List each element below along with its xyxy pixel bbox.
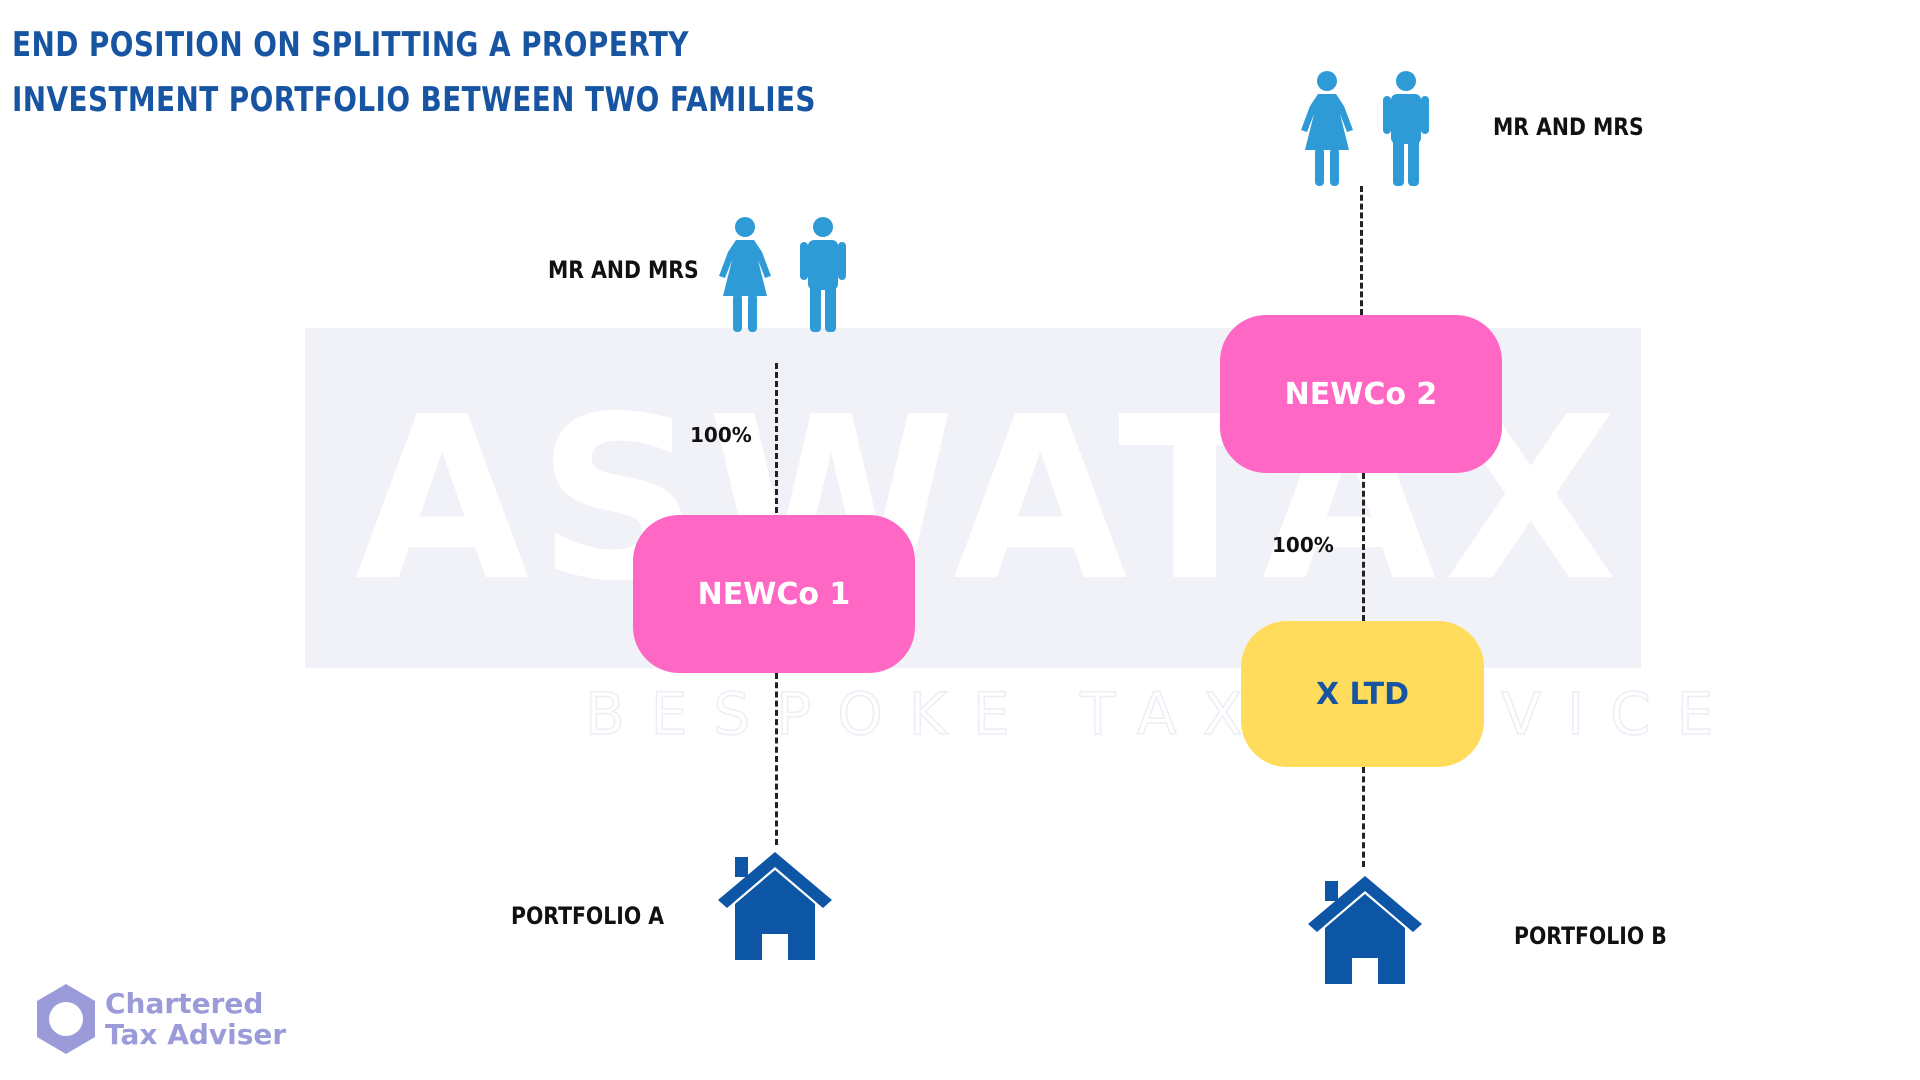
portfolio-b-label: PORTFOLIO B: [1514, 922, 1667, 950]
x-ltd-label: X LTD: [1315, 676, 1410, 712]
watermark-tagline: BESPOKE TAX SERVICE: [584, 679, 1740, 749]
left-portfolio-connector: [775, 673, 778, 845]
house-icon: [716, 848, 834, 960]
left-owner-connector: [775, 363, 778, 513]
newco-1-label: NEWCo 1: [697, 576, 851, 612]
badge-line-1: Chartered: [105, 987, 264, 1020]
man-icon: [1383, 70, 1429, 186]
badge-ring-icon: [34, 982, 98, 1056]
house-icon: [1306, 872, 1424, 984]
right-ownership-percent: 100%: [1272, 533, 1334, 557]
newco-1-box: NEWCo 1: [633, 515, 915, 673]
woman-icon: [716, 216, 774, 332]
newco-2-label: NEWCo 2: [1284, 376, 1438, 412]
man-icon: [800, 216, 846, 332]
left-owners-label: MR AND MRS: [548, 256, 699, 284]
woman-icon: [1298, 70, 1356, 186]
newco-2-box: NEWCo 2: [1220, 315, 1502, 473]
left-ownership-percent: 100%: [690, 423, 752, 447]
x-ltd-box: X LTD: [1241, 621, 1484, 767]
right-owner-connector: [1360, 186, 1363, 315]
badge-line-2: Tax Adviser: [105, 1018, 287, 1051]
right-subsidiary-connector: [1362, 473, 1365, 621]
title-line-1: END POSITION ON SPLITTING A PROPERTY: [12, 25, 689, 65]
chartered-tax-adviser-badge: Chartered Tax Adviser: [105, 988, 286, 1050]
title-line-2: INVESTMENT PORTFOLIO BETWEEN TWO FAMILIE…: [12, 80, 816, 120]
right-portfolio-connector: [1362, 767, 1365, 867]
right-owners-label: MR AND MRS: [1493, 113, 1644, 141]
page-title: END POSITION ON SPLITTING A PROPERTY INV…: [12, 18, 816, 128]
portfolio-a-label: PORTFOLIO A: [511, 902, 665, 930]
